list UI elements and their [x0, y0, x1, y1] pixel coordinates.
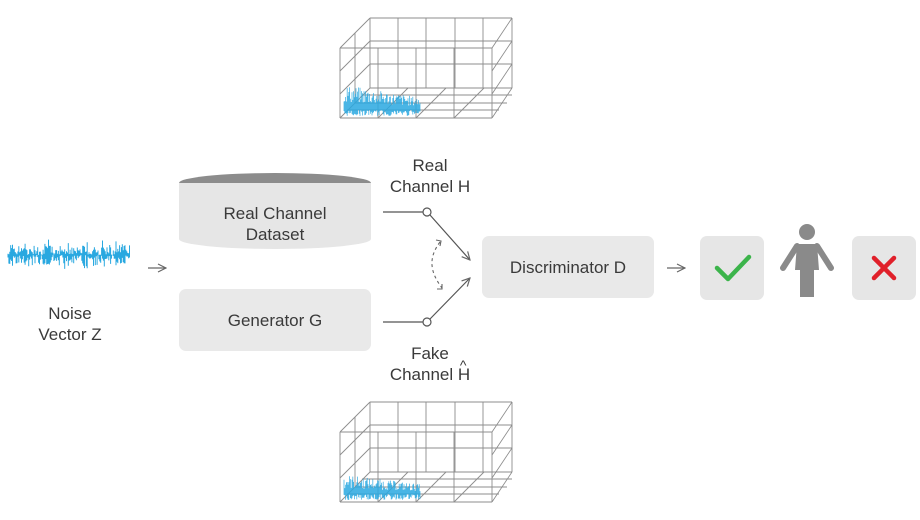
person-icon	[780, 224, 834, 297]
real-switch-arrow	[429, 214, 470, 260]
plot-grid	[339, 401, 513, 503]
check-icon	[714, 254, 752, 282]
fake-channel-line2-wrap: Channel ^ H	[380, 358, 480, 385]
real-channel-line1: Real	[412, 156, 448, 175]
real-channel-dataset: Real Channel Dataset	[179, 183, 371, 249]
cross-icon	[871, 255, 897, 281]
real-channel-label: Real Channel H	[380, 155, 480, 197]
real-channel-node	[422, 207, 432, 217]
fake-channel-node	[422, 317, 432, 327]
generator-box: Generator G	[179, 289, 371, 351]
generator-label: Generator G	[227, 310, 323, 330]
switch-arc-head-bottom	[437, 284, 443, 290]
noise-label-line2: Vector Z	[38, 325, 102, 344]
plot-signal-trace	[343, 87, 421, 116]
plot-signal	[343, 476, 421, 500]
noise-waveform	[7, 239, 130, 269]
fake-channel-line2: Channel	[389, 365, 454, 384]
discriminator-box: Discriminator D	[482, 236, 654, 298]
dataset-label-line1: Real Channel	[223, 204, 327, 223]
dataset-label-line2: Dataset	[245, 225, 305, 244]
noise-label-line1: Noise	[48, 304, 92, 323]
switch-arc	[431, 241, 443, 289]
fake-switch-arrow	[429, 278, 470, 320]
plot-signal	[343, 87, 421, 116]
plot-grid	[339, 17, 513, 119]
hat-accent: ^	[459, 357, 467, 373]
noise-trace	[7, 239, 130, 269]
fake-channel-line1: Fake	[411, 344, 449, 363]
h-hat-symbol: ^ H	[457, 358, 471, 385]
fake-channel-label: Fake Channel ^ H	[380, 343, 480, 385]
accept-box	[700, 236, 764, 300]
real-channel-line2: Channel H	[389, 177, 471, 196]
discriminator-label: Discriminator D	[509, 257, 627, 277]
plot-signal-trace	[343, 476, 421, 500]
noise-label: Noise Vector Z	[10, 303, 130, 345]
real-channel-3d-plot	[339, 17, 513, 119]
h-letter: H	[457, 365, 471, 384]
fake-channel-3d-plot	[339, 401, 513, 503]
switch-arc-head-top	[435, 239, 442, 247]
